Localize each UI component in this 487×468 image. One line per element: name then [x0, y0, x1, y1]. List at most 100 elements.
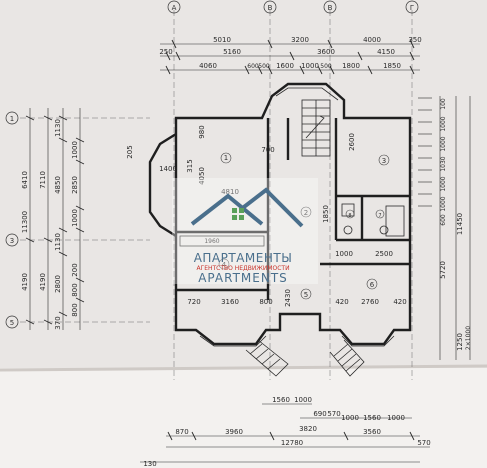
dim-bottom-1560b: 1560 [363, 414, 381, 422]
dim-top-1600: 1600 [276, 62, 294, 70]
dim-bottom-690: 690 [313, 410, 326, 418]
bottom-dimension-lines [140, 403, 430, 463]
dim-right-1030: 1030 [440, 156, 447, 171]
dim-inner-4050: 4050 [198, 167, 206, 185]
watermark-title-ru: АПАРТАМЕНТЫ [194, 251, 293, 265]
axis-label-top-3: B [328, 4, 333, 12]
dim-left-2850: 2850 [71, 176, 79, 194]
dim-bottom-570a: 570 [327, 410, 340, 418]
axis-label-top-1: A [172, 4, 177, 12]
dim-inner-1960: 1960 [204, 238, 219, 245]
dim-right-100: 100 [440, 98, 447, 110]
dim-inner-315: 315 [186, 159, 194, 172]
dim-inner-420a: 420 [335, 298, 348, 306]
dim-bottom-3820: 3820 [299, 425, 317, 433]
dim-left-1000b: 1000 [71, 209, 79, 227]
dim-bottom-1000a: 1000 [294, 396, 312, 404]
dim-inner-800: 800 [259, 298, 272, 306]
dim-left-6410: 6410 [21, 171, 29, 189]
dim-left-11300: 11300 [21, 211, 29, 233]
dim-bottom-1000b: 1000 [341, 414, 359, 422]
watermark-subtitle: АГЕНТСТВО НЕДВИЖИМОСТИ [196, 265, 289, 272]
left-dimension-lines [25, 108, 85, 330]
dim-left-800b: 800 [71, 303, 79, 316]
dim-inner-2760: 2760 [361, 298, 379, 306]
dim-inner-980: 980 [198, 125, 206, 138]
dim-inner-4810: 4810 [221, 188, 239, 196]
dim-top-500a: 500 [258, 63, 270, 70]
dim-right-600: 600 [440, 214, 447, 226]
dim-inner-1850: 1850 [322, 205, 330, 223]
dim-side-205: 205 [126, 145, 134, 158]
dim-top-4060: 4060 [199, 62, 217, 70]
dim-top-500b: 500 [320, 63, 332, 70]
dim-bottom-1000c: 1000 [387, 414, 405, 422]
dim-bottom-870: 870 [175, 428, 188, 436]
dim-left-4190a: 4190 [21, 273, 29, 291]
top-dimension-lines [160, 39, 420, 75]
dim-top-4150: 4150 [377, 48, 395, 56]
right-dimension-lines [439, 96, 471, 360]
dim-left-370: 370 [54, 316, 62, 329]
dim-inner-1000: 1000 [335, 250, 353, 258]
room-label-4: 4 [222, 261, 227, 269]
dim-right-11450: 11450 [456, 213, 464, 235]
building-walls [148, 82, 412, 346]
dim-left-4850: 4850 [54, 176, 62, 194]
dim-top-1000: 1000 [301, 62, 319, 70]
room-label-2: 2 [304, 209, 308, 217]
dim-top-600: 600 [247, 63, 259, 70]
dim-top-1850: 1850 [383, 62, 401, 70]
dim-left-1000a: 1000 [71, 141, 79, 159]
dim-right-1000c: 1000 [440, 176, 447, 191]
dim-top-1800: 1800 [342, 62, 360, 70]
axis-label-left-2: 3 [10, 237, 14, 245]
dim-left-1130a: 1130 [54, 119, 62, 137]
axis-label-top-4: Г [410, 4, 414, 12]
dim-left-800a: 800 [71, 283, 79, 296]
axis-bubbles-top [167, 0, 419, 14]
dim-left-200: 200 [71, 263, 79, 276]
dim-inner-2430: 2430 [284, 289, 292, 307]
dim-top-5010: 5010 [213, 36, 231, 44]
axis-bubbles-left [5, 111, 19, 329]
room-label-1: 1 [224, 154, 228, 162]
interior-details [179, 87, 432, 347]
dim-bottom-1560a: 1560 [272, 396, 290, 404]
dim-inner-2500: 2500 [375, 250, 393, 258]
dim-top-3600: 3600 [317, 48, 335, 56]
dim-top-5160: 5160 [223, 48, 241, 56]
dim-top-3200: 3200 [291, 36, 309, 44]
dim-left-7110: 7110 [39, 171, 47, 189]
dim-inner-720: 720 [187, 298, 200, 306]
room-label-5: 5 [304, 291, 308, 299]
dim-left-4190b: 4190 [39, 273, 47, 291]
room-markers [218, 152, 390, 300]
dim-top-350: 350 [408, 36, 421, 44]
paper-fold [0, 364, 487, 372]
dim-right-1000d: 1000 [440, 196, 447, 211]
dim-right-5720: 5720 [439, 261, 447, 279]
entrance-steps [245, 339, 365, 377]
watermark-title-en: APARTMENTS [198, 271, 288, 285]
dim-top-4000: 4000 [363, 36, 381, 44]
dim-inner-700: 700 [261, 146, 274, 154]
dim-bottom-12780: 12780 [281, 439, 303, 447]
room-label-8: 8 [348, 213, 351, 219]
dim-right-1000a: 1000 [440, 116, 447, 131]
paper-lower-sheet [0, 368, 487, 468]
dim-left-1130b: 1130 [54, 233, 62, 251]
dim-right-2x1000: 2×1000 [465, 326, 472, 350]
axis-label-top-2: B [268, 4, 273, 12]
dim-bottom-3960: 3960 [225, 428, 243, 436]
dim-right-1250: 1250 [456, 333, 464, 351]
dim-inner-1400: 1400 [159, 165, 177, 173]
dim-bottom-3560: 3560 [363, 428, 381, 436]
dim-inner-420b: 420 [393, 298, 406, 306]
dim-top-250: 250 [159, 48, 172, 56]
dim-left-2800: 2800 [54, 275, 62, 293]
dim-right-1000b: 1000 [440, 136, 447, 151]
room-label-7: 7 [378, 213, 381, 219]
dim-bottom-570b: 570 [417, 439, 430, 447]
